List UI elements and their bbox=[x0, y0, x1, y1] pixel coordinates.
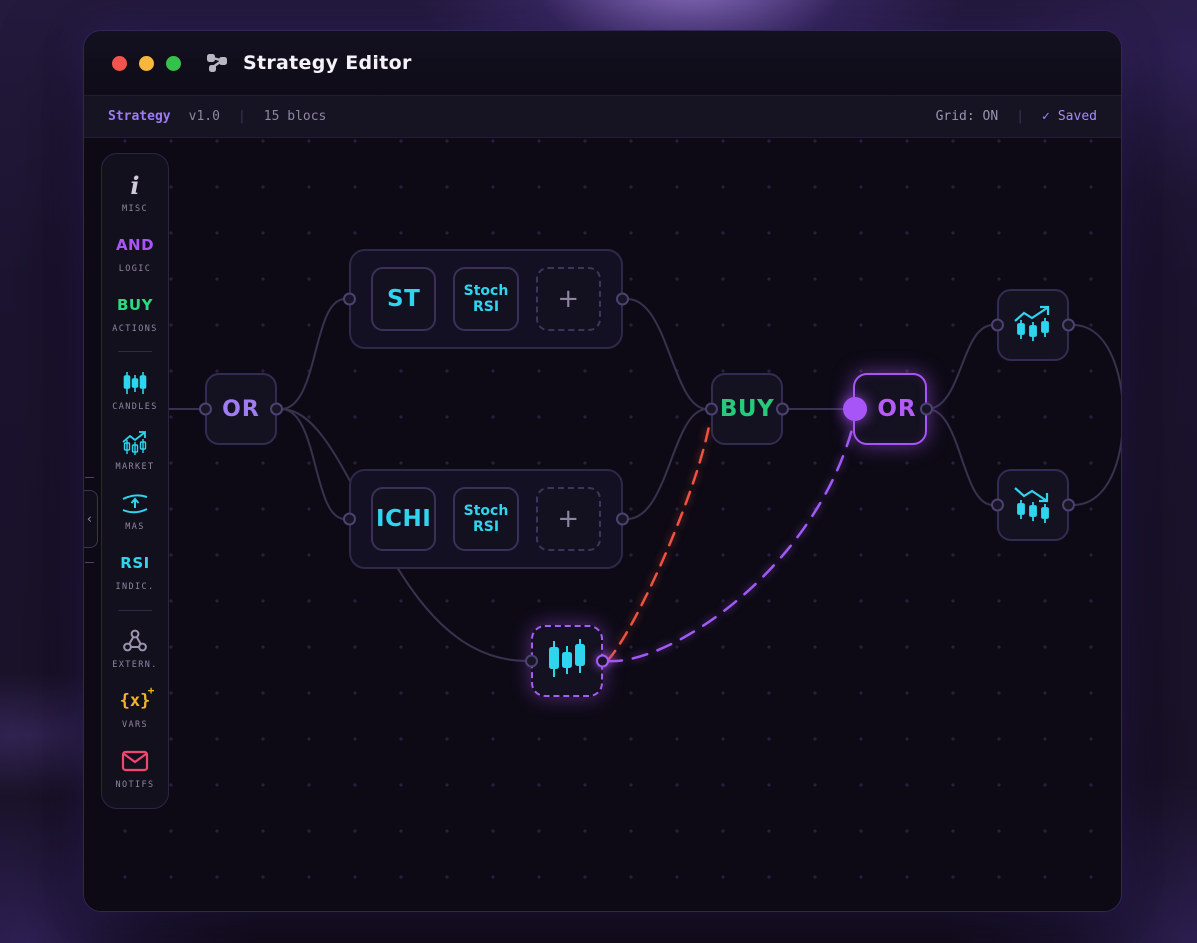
sidebar-item-label: EXTERN. bbox=[112, 660, 158, 671]
block-label: ST bbox=[387, 286, 421, 312]
sidebar-item-label: NOTIFS bbox=[115, 779, 155, 790]
sidebar-item-external[interactable]: EXTERN. bbox=[112, 628, 158, 670]
node-candles-selected[interactable] bbox=[525, 625, 609, 697]
block-count: 15 blocs bbox=[263, 109, 327, 124]
output-port[interactable] bbox=[1062, 498, 1075, 512]
sidebar-item-label: MISC bbox=[121, 204, 149, 214]
sidebar-item-misc[interactable]: i MISC bbox=[121, 170, 149, 215]
traffic-lights bbox=[112, 55, 181, 71]
sidebar-item-label: MAS bbox=[125, 521, 145, 532]
add-block-button[interactable]: + bbox=[535, 487, 601, 551]
node-buy[interactable]: BUY bbox=[705, 373, 789, 445]
divider: | bbox=[237, 109, 246, 124]
app-logo-icon bbox=[205, 51, 229, 75]
collapse-chevron-icon: ‹ bbox=[85, 511, 94, 527]
sidebar-item-candles[interactable]: CANDLES bbox=[112, 370, 158, 412]
buy-icon: BUY bbox=[117, 295, 153, 314]
plus-icon: + bbox=[557, 504, 580, 534]
input-port[interactable] bbox=[705, 402, 718, 416]
sidebar-item-label: INDIC. bbox=[115, 581, 155, 592]
input-port[interactable] bbox=[525, 654, 538, 668]
sidebar-item-indicators[interactable]: RSI INDIC. bbox=[115, 550, 154, 592]
node-canvas[interactable]: OR ST Stoch RSI + ICHI Stoch bbox=[84, 138, 1121, 911]
candles-icon bbox=[122, 370, 148, 396]
check-icon: ✓ bbox=[1042, 109, 1050, 124]
block-label: Stoch bbox=[463, 502, 509, 519]
block-palette: i MISC AND LOGIC BUY ACTIONS bbox=[101, 153, 169, 809]
sidebar-item-label: ACTIONS bbox=[112, 323, 158, 334]
node-market-up[interactable] bbox=[991, 289, 1075, 361]
zoom-button[interactable] bbox=[166, 55, 181, 71]
block-label: Stoch bbox=[463, 282, 509, 299]
input-port[interactable] bbox=[343, 292, 356, 306]
close-button[interactable] bbox=[112, 55, 127, 71]
node-or-highlighted[interactable]: OR bbox=[843, 373, 933, 445]
sidebar-item-mas[interactable]: MAS bbox=[121, 490, 149, 532]
palette-divider bbox=[118, 609, 152, 611]
sidebar-item-label: LOGIC bbox=[118, 263, 152, 274]
output-port[interactable] bbox=[596, 654, 609, 668]
node-label: OR bbox=[877, 396, 917, 422]
group-node-top[interactable]: ST Stoch RSI + bbox=[343, 249, 629, 349]
edge-layer bbox=[124, 298, 1121, 663]
sidebar-item-actions[interactable]: BUY ACTIONS bbox=[112, 292, 158, 334]
plus-icon: + bbox=[557, 284, 580, 314]
candles-icon bbox=[546, 637, 588, 685]
sidebar-item-label: MARKET bbox=[115, 462, 155, 473]
sidebar-collapse-handle[interactable]: ‹ bbox=[84, 477, 98, 563]
title-bar: Strategy Editor bbox=[84, 31, 1121, 96]
sidebar-item-notifs[interactable]: NOTIFS bbox=[115, 748, 154, 790]
sidebar-item-label: CANDLES bbox=[112, 402, 158, 413]
notifs-envelope-icon bbox=[121, 748, 149, 774]
sidebar-item-vars[interactable]: {x} + VARS bbox=[119, 684, 155, 731]
market-up-icon bbox=[1011, 303, 1055, 347]
block-label: RSI bbox=[472, 299, 500, 315]
vars-icon: {x} + bbox=[119, 684, 155, 712]
grid-toggle[interactable]: Grid: ON bbox=[935, 109, 999, 124]
active-input-port[interactable] bbox=[843, 397, 867, 421]
output-port[interactable] bbox=[616, 512, 629, 526]
palette-divider bbox=[118, 351, 152, 353]
info-icon: i bbox=[130, 170, 140, 200]
block-label: RSI bbox=[472, 519, 500, 535]
output-port[interactable] bbox=[270, 402, 283, 416]
divider: | bbox=[1016, 109, 1025, 124]
input-port[interactable] bbox=[991, 498, 1004, 512]
window-title: Strategy Editor bbox=[243, 52, 412, 74]
output-port[interactable] bbox=[1062, 318, 1075, 332]
node-label: OR bbox=[222, 396, 260, 422]
version-label: v1.0 bbox=[188, 109, 220, 124]
input-port[interactable] bbox=[343, 512, 356, 526]
block-stoch-rsi[interactable]: Stoch RSI bbox=[453, 487, 519, 551]
market-icon bbox=[121, 430, 149, 456]
node-label: BUY bbox=[719, 396, 775, 422]
input-port[interactable] bbox=[199, 402, 212, 416]
output-port[interactable] bbox=[776, 402, 789, 416]
node-market-down[interactable] bbox=[991, 469, 1075, 541]
block-label: ICHI bbox=[376, 506, 432, 532]
app-window: Strategy Editor Strategy v1.0 | 15 blocs… bbox=[83, 30, 1122, 912]
mas-icon bbox=[121, 490, 149, 516]
block-st[interactable]: ST bbox=[371, 267, 437, 331]
sidebar-item-label: VARS bbox=[121, 720, 149, 731]
market-down-icon bbox=[1011, 483, 1055, 527]
add-block-button[interactable]: + bbox=[535, 267, 601, 331]
block-ichi[interactable]: ICHI bbox=[371, 487, 437, 551]
saved-label: Saved bbox=[1057, 109, 1097, 124]
node-or-left[interactable]: OR bbox=[199, 373, 283, 445]
extern-icon bbox=[122, 628, 148, 654]
group-node-bottom[interactable]: ICHI Stoch RSI + bbox=[343, 469, 629, 569]
and-icon: AND bbox=[115, 235, 155, 254]
input-port[interactable] bbox=[991, 318, 1004, 332]
rsi-icon: RSI bbox=[120, 553, 150, 572]
minimize-button[interactable] bbox=[139, 55, 154, 71]
sidebar-item-market[interactable]: MARKET bbox=[115, 430, 154, 472]
strategy-label: Strategy bbox=[108, 109, 171, 124]
output-port[interactable] bbox=[616, 292, 629, 306]
saved-status: ✓ Saved bbox=[1042, 109, 1097, 124]
output-port[interactable] bbox=[920, 402, 933, 416]
sidebar-item-logic[interactable]: AND LOGIC bbox=[116, 232, 154, 274]
block-stoch-rsi[interactable]: Stoch RSI bbox=[453, 267, 519, 331]
status-strip: Strategy v1.0 | 15 blocs Grid: ON | ✓ Sa… bbox=[84, 96, 1121, 138]
